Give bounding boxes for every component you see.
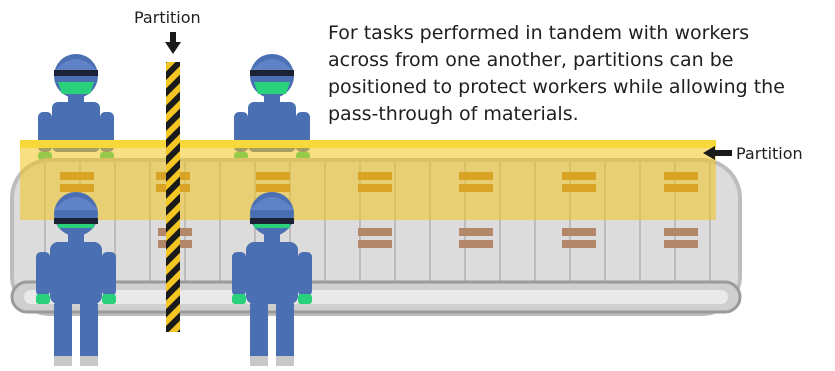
box-icon: [562, 228, 596, 248]
vertical-partition: [166, 62, 180, 332]
box-icon: [60, 172, 94, 192]
box-icon: [459, 172, 493, 192]
box-icon: [459, 228, 493, 248]
box-icon: [358, 172, 392, 192]
box-icon: [256, 172, 290, 192]
arrow-down-icon: [165, 32, 181, 54]
caption-text: For tasks performed in tandem with worke…: [328, 22, 785, 125]
arrow-left-icon: [703, 146, 732, 160]
partition-label-top: Partition: [134, 8, 201, 27]
box-icon: [562, 172, 596, 192]
box-icon: [664, 228, 698, 248]
box-icon: [358, 228, 392, 248]
boxes-far-row: [60, 172, 698, 192]
partition-label-right: Partition: [736, 144, 803, 163]
box-icon: [664, 172, 698, 192]
